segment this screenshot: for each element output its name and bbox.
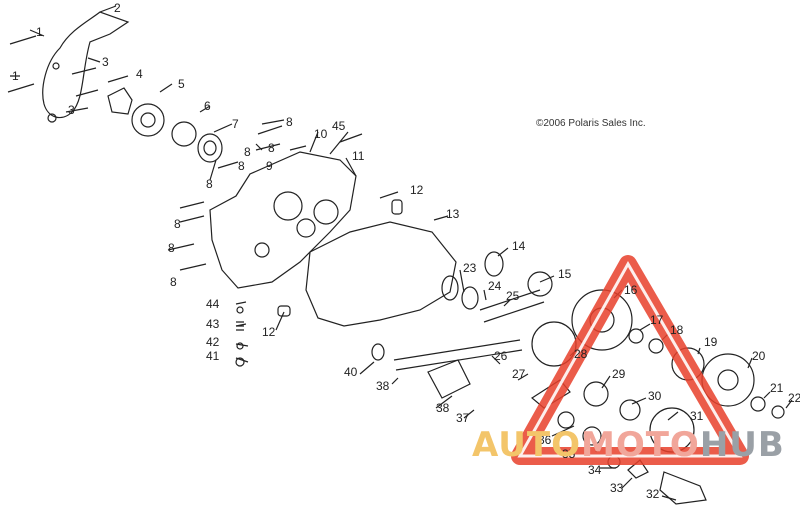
callout-8e: 8 bbox=[238, 159, 245, 173]
washer-17 bbox=[628, 328, 644, 344]
callout-9: 9 bbox=[266, 159, 273, 173]
seal-24 bbox=[461, 286, 479, 310]
callout-40: 40 bbox=[344, 365, 358, 379]
callout-35: 35 bbox=[562, 447, 576, 461]
gear-38 bbox=[427, 359, 471, 399]
callout-12a: 12 bbox=[410, 183, 424, 197]
watermark-part2: MOTO bbox=[580, 425, 700, 465]
callout-44: 44 bbox=[206, 297, 220, 311]
copyright-text: ©2006 Polaris Sales Inc. bbox=[536, 118, 646, 129]
bushing-40 bbox=[371, 343, 385, 361]
callout-19: 19 bbox=[704, 335, 718, 349]
watermark-text: AUTOMOTOHUB bbox=[472, 428, 785, 462]
callout-5: 5 bbox=[178, 77, 185, 91]
callout-30: 30 bbox=[648, 389, 662, 403]
callout-7: 7 bbox=[232, 117, 239, 131]
washer-22 bbox=[771, 405, 785, 419]
snap-ring bbox=[171, 121, 197, 147]
callout-27: 27 bbox=[512, 367, 526, 381]
callout-32: 32 bbox=[646, 487, 660, 501]
shift-35 bbox=[582, 426, 602, 446]
watermark-part3: HUB bbox=[699, 425, 785, 465]
watermark-part1: AUTO bbox=[472, 425, 581, 465]
callout-4: 4 bbox=[136, 67, 143, 81]
callout-33: 33 bbox=[610, 481, 624, 495]
callout-24: 24 bbox=[488, 279, 502, 293]
guard-hole bbox=[47, 113, 57, 123]
callout-23: 23 bbox=[463, 261, 477, 275]
callout-8a: 8 bbox=[286, 115, 293, 129]
callout-28: 28 bbox=[574, 347, 588, 361]
callout-17: 17 bbox=[650, 313, 664, 327]
output-shaft bbox=[393, 339, 523, 371]
gear-29 bbox=[583, 381, 609, 407]
callout-8b: 8 bbox=[268, 141, 275, 155]
callout-20: 20 bbox=[752, 349, 766, 363]
callout-12b: 12 bbox=[262, 325, 276, 339]
gear-15 bbox=[527, 271, 553, 297]
callout-8g: 8 bbox=[168, 241, 175, 255]
callout-16: 16 bbox=[624, 283, 638, 297]
shift-drum-32 bbox=[659, 471, 707, 505]
bearing-14 bbox=[484, 251, 504, 277]
callout-22: 22 bbox=[788, 391, 800, 405]
callout-37: 37 bbox=[456, 411, 470, 425]
callout-8h: 8 bbox=[170, 275, 177, 289]
callout-15: 15 bbox=[558, 267, 572, 281]
callout-43: 43 bbox=[206, 317, 220, 331]
callout-31: 31 bbox=[690, 409, 704, 423]
callout-1a: 1 bbox=[36, 25, 43, 39]
clip-18 bbox=[648, 338, 664, 354]
callout-1b: 1 bbox=[12, 69, 19, 83]
callout-29: 29 bbox=[612, 367, 626, 381]
callout-34: 34 bbox=[588, 463, 602, 477]
callout-38a: 38 bbox=[376, 379, 390, 393]
callout-42: 42 bbox=[206, 335, 220, 349]
seal-23 bbox=[441, 275, 459, 301]
guard-hole bbox=[52, 62, 60, 70]
callout-6: 6 bbox=[204, 99, 211, 113]
callout-13: 13 bbox=[446, 207, 460, 221]
callout-45: 45 bbox=[332, 119, 346, 133]
sprocket bbox=[131, 103, 165, 137]
washer-21 bbox=[750, 396, 766, 412]
callout-8d: 8 bbox=[206, 177, 213, 191]
bearing bbox=[197, 133, 223, 163]
chain-guard-cover bbox=[42, 11, 130, 119]
bracket-plate bbox=[107, 87, 133, 115]
callout-11: 11 bbox=[352, 149, 365, 163]
callout-3b: 3 bbox=[68, 103, 75, 117]
gear-16 bbox=[571, 289, 633, 351]
callout-8c: 8 bbox=[244, 145, 251, 159]
callout-14: 14 bbox=[512, 239, 526, 253]
callout-3a: 3 bbox=[102, 55, 109, 69]
callout-2: 2 bbox=[114, 1, 121, 15]
callout-18: 18 bbox=[670, 323, 684, 337]
callout-8f: 8 bbox=[174, 217, 181, 231]
callout-21: 21 bbox=[770, 381, 784, 395]
transmission-case bbox=[209, 151, 357, 289]
callout-10: 10 bbox=[314, 127, 328, 141]
gear-30 bbox=[619, 399, 641, 421]
ring-36 bbox=[557, 411, 575, 429]
callout-38b: 38 bbox=[436, 401, 450, 415]
gasket bbox=[305, 221, 457, 327]
callout-36: 36 bbox=[538, 433, 552, 447]
callout-25: 25 bbox=[506, 289, 520, 303]
callout-41: 41 bbox=[206, 349, 220, 363]
callout-26: 26 bbox=[494, 349, 508, 363]
